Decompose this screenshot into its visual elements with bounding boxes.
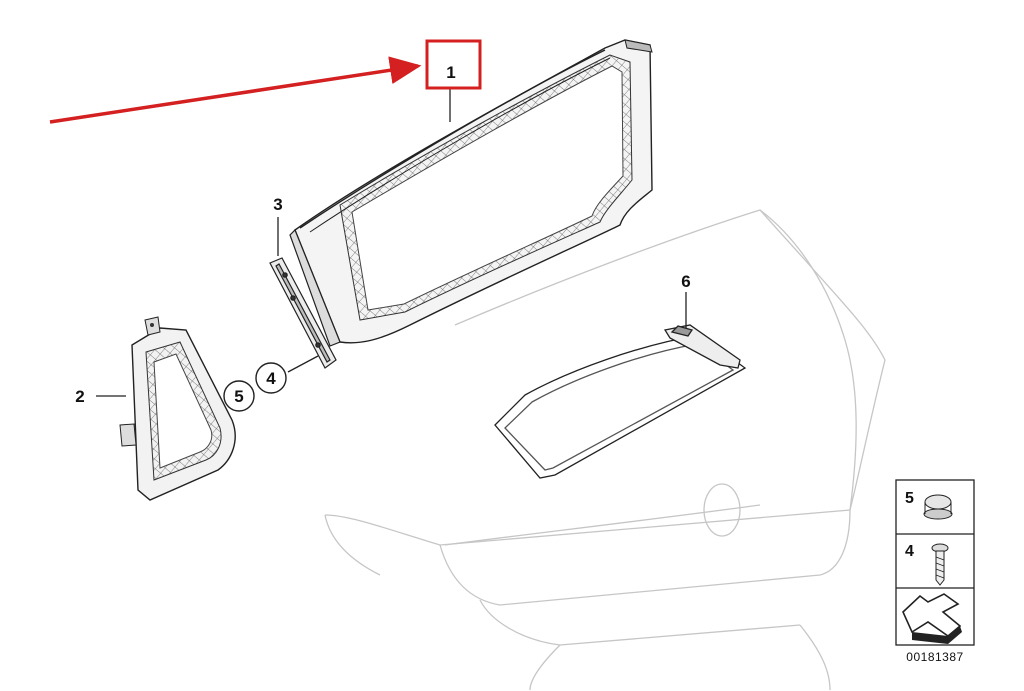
legend-item-5-label: 5 [905, 490, 914, 507]
trunk-lid-outline [324, 209, 886, 691]
callout-1: 1 [446, 63, 455, 82]
part-3-rail [269, 257, 337, 369]
callout-5: 5 [234, 387, 243, 406]
leader-4 [287, 355, 319, 373]
highlight-arrow [49, 56, 422, 124]
part-6-window-recess [494, 324, 747, 479]
cap-icon [923, 494, 953, 520]
callout-2: 2 [75, 387, 84, 406]
document-number: 00181387 [906, 650, 963, 664]
highlight-box [425, 39, 482, 90]
part-2-quarter-window [119, 316, 236, 501]
legend-item-4-label: 4 [905, 543, 914, 560]
direction-arrow-icon [902, 593, 962, 644]
callout-5-circle: 5 [223, 380, 255, 412]
leader-lines [96, 88, 687, 397]
callout-4: 4 [266, 369, 276, 388]
screw-icon [931, 543, 949, 586]
legend-panel: 5 4 [895, 479, 975, 646]
callout-4-circle: 4 [255, 362, 287, 394]
callout-6: 6 [681, 272, 690, 291]
callout-3: 3 [273, 195, 282, 214]
part-1-window-frame [289, 39, 653, 347]
